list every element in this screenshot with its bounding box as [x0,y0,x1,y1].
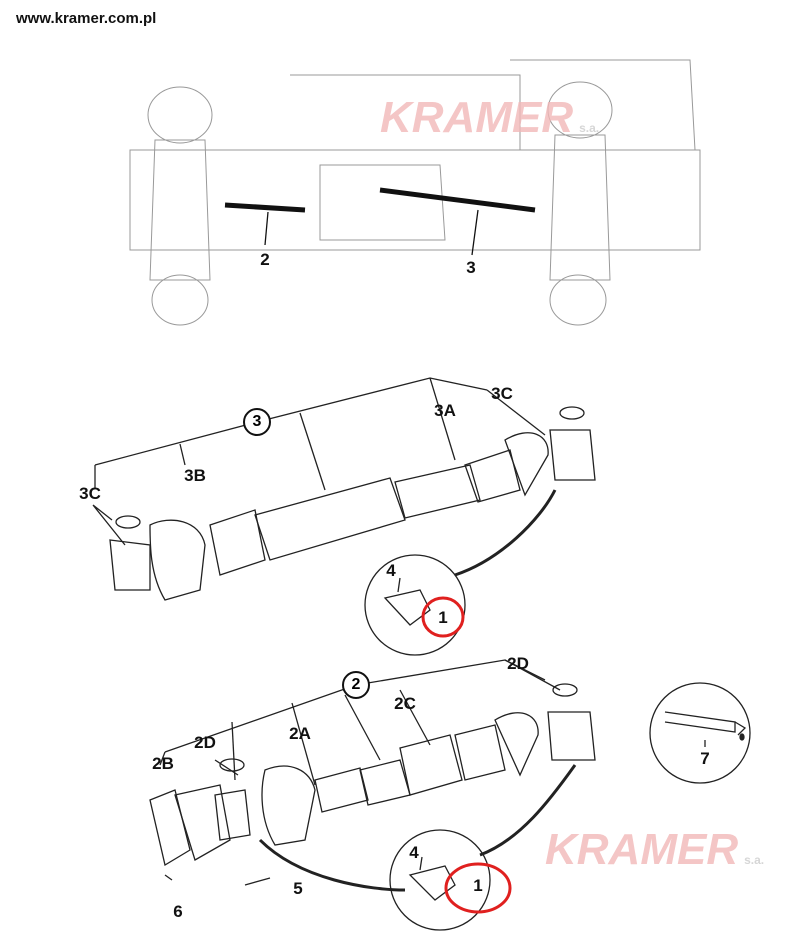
grease-tube-icon [664,711,747,747]
label-2d-left: 2D [194,733,216,752]
label-2b: 2B [152,754,174,773]
grease-detail-circle [649,682,751,784]
label-3a: 3A [434,401,456,420]
label-3c-right: 3C [491,384,513,403]
label-2a: 2A [289,724,311,743]
group-badge-2: 2 [342,671,370,699]
shaft3-drawing [109,406,596,601]
website-url: www.kramer.com.pl [16,10,157,27]
label-grease-7: 7 [700,749,710,768]
shaft2-drawing [149,683,596,892]
label-nut-6: 6 [173,902,183,921]
shaft2-detail-circle [389,829,491,931]
highlighted-shafts [224,187,536,213]
label-rear-shaft: 3 [466,258,476,277]
label-bolt-4-lower: 4 [409,843,419,862]
label-clip-1: 1 [438,608,448,627]
label-screw-5: 5 [293,879,303,898]
label-3b: 3B [184,466,206,485]
label-3c-left: 3C [79,484,101,503]
axle-overview-drawing [129,59,701,326]
shaft3-callout-lines [92,377,546,546]
shaft3-detail-circle [364,554,466,656]
shaft2-callout-lines [159,659,561,786]
label-2c: 2C [394,694,416,713]
label-2d-right: 2D [507,654,529,673]
label-bolt-4: 4 [386,561,396,580]
label-front-shaft: 2 [260,250,270,269]
shaft3-clip-highlight [421,596,465,638]
label-clip-1-lower: 1 [473,876,483,895]
group-badge-3: 3 [243,408,271,436]
shaft2-clip-highlight [444,862,512,914]
